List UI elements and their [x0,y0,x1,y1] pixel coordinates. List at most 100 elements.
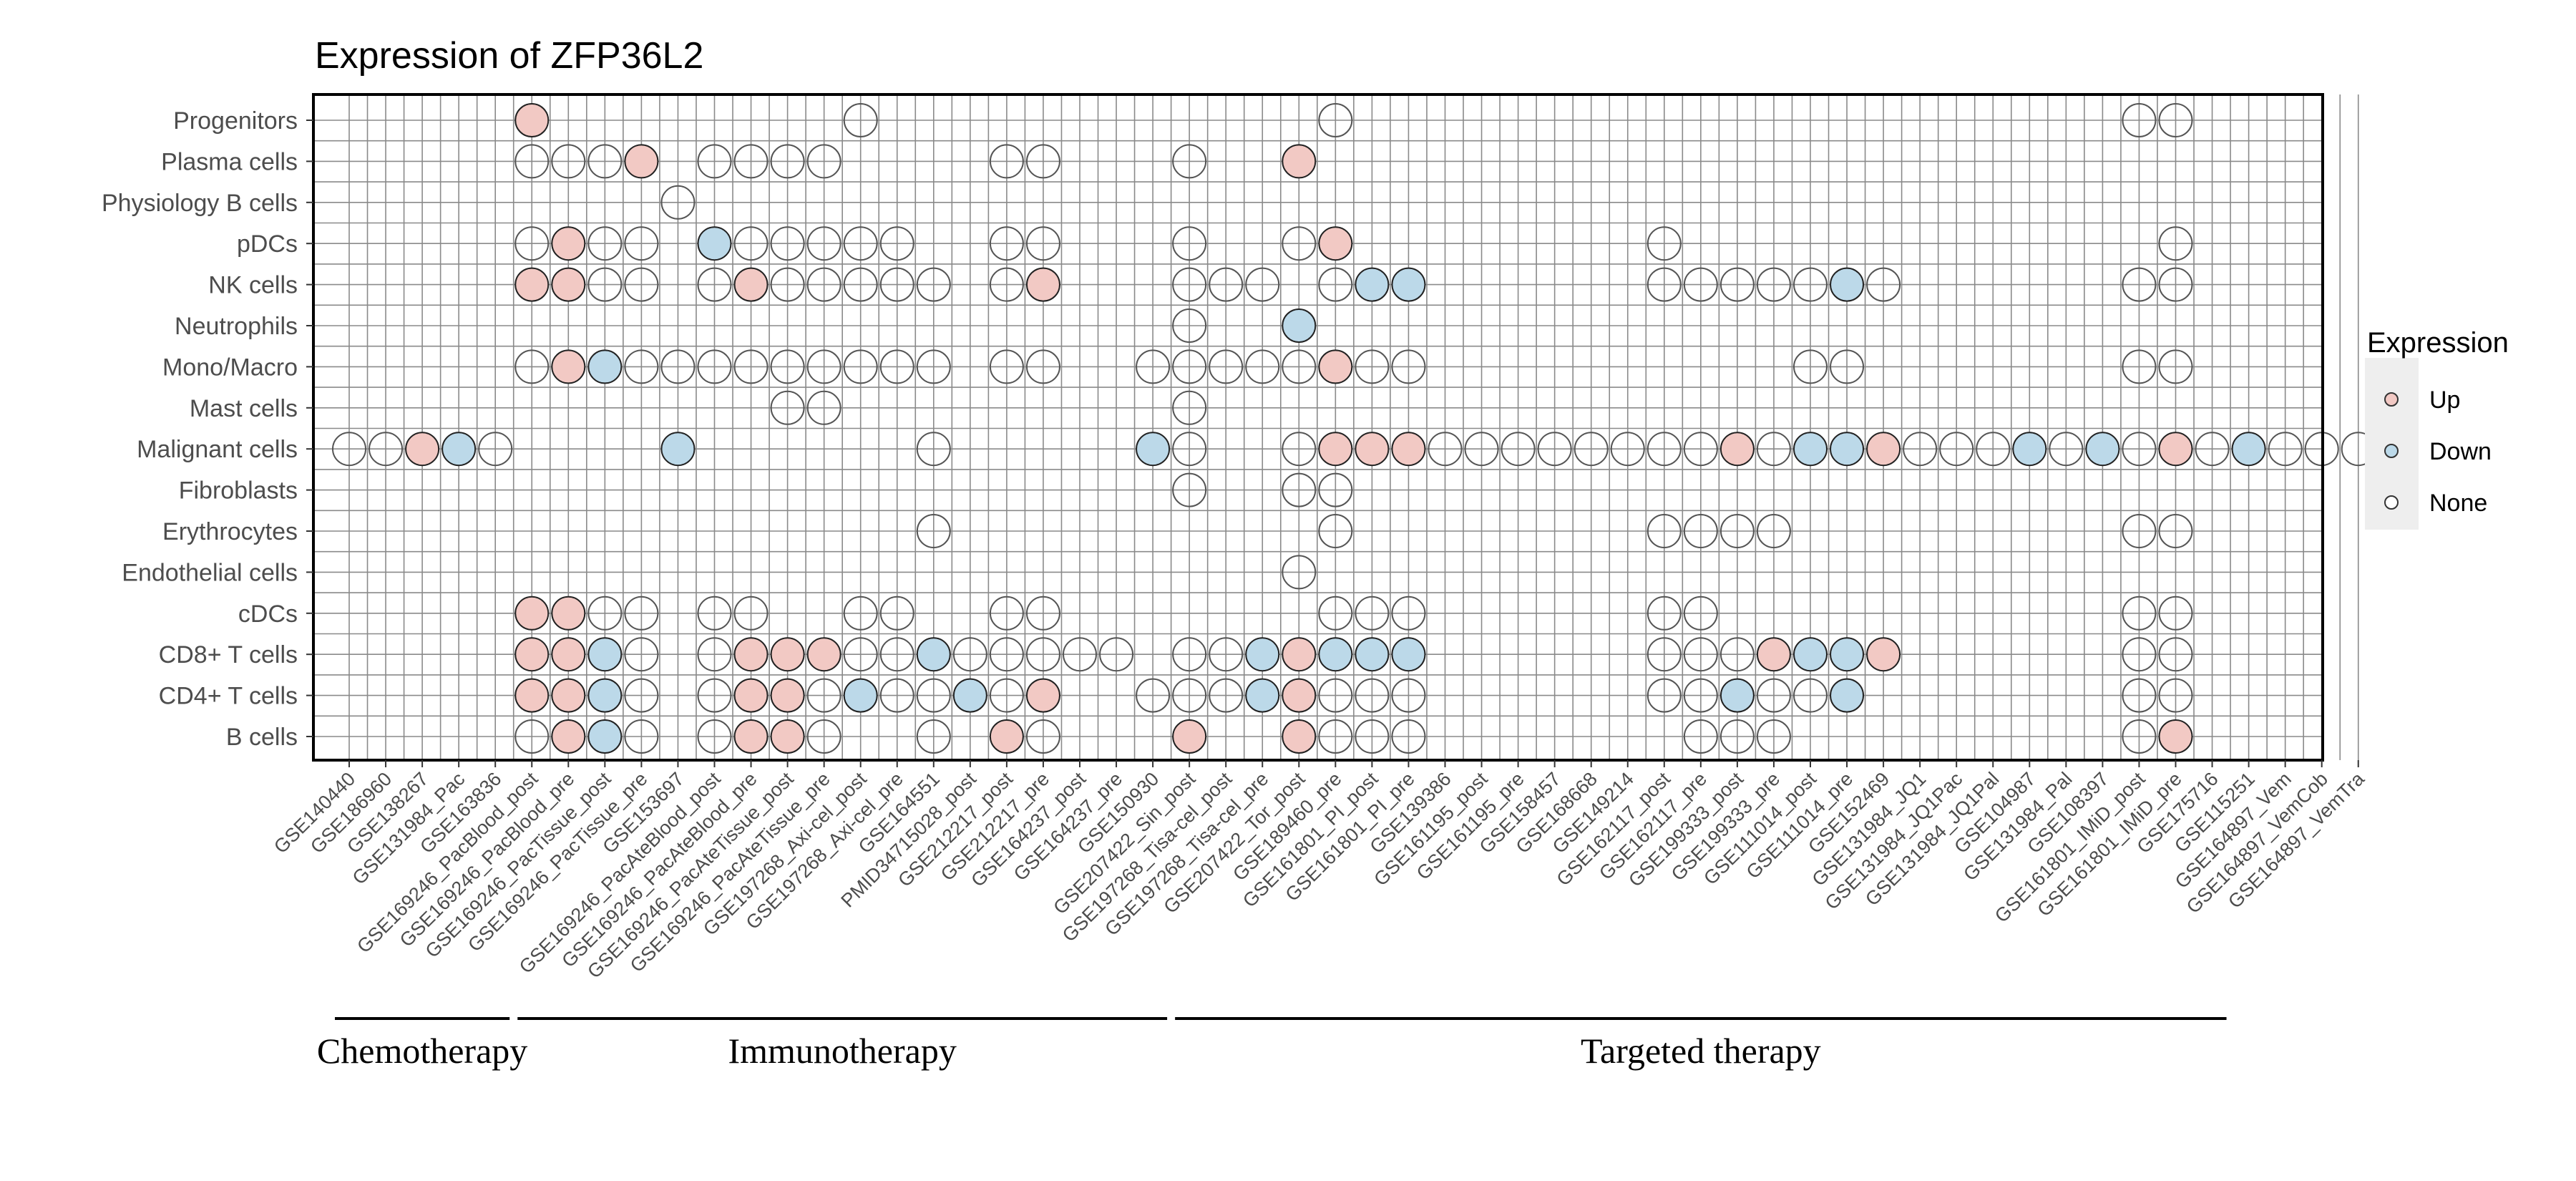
data-point-none [2122,596,2157,631]
row-label: Endothelial cells [122,559,298,586]
data-point-none [1793,267,1828,302]
data-point-none [1025,637,1060,672]
data-point-none [916,349,951,384]
data-point-none [1318,472,1353,507]
data-point-up [770,637,805,672]
data-point-up [770,719,805,754]
data-point-none [1282,472,1317,507]
group-label: Targeted therapy [1581,1031,1821,1071]
data-point-none [624,267,659,302]
data-point-none [2195,432,2230,467]
data-point-none [660,349,696,384]
data-point-up [1282,144,1317,179]
data-point-none [1063,637,1097,672]
row-label: Physiology B cells [102,190,298,217]
data-point-none [1756,432,1791,467]
data-point-down [2085,432,2120,467]
data-point-none [1025,144,1060,179]
data-point-none [1245,349,1280,384]
data-point-none [1939,432,1974,467]
data-point-none [2122,432,2157,467]
row-label: Neutrophils [175,313,298,340]
data-point-none [770,144,805,179]
data-point-up [733,719,769,754]
data-point-none [624,637,659,672]
data-point-none [1830,349,1865,384]
data-point-none [879,267,914,302]
data-point-none [2122,349,2157,384]
legend-key-none [2384,495,2399,510]
data-point-none [2268,432,2303,467]
data-point-none [2158,637,2193,672]
data-point-up [551,719,586,754]
data-point-none [916,514,951,548]
data-point-none [697,144,732,179]
data-point-none [916,678,951,713]
data-point-down [587,719,623,754]
data-point-none [1172,432,1207,467]
data-point-down [1830,267,1865,302]
data-point-none [1646,637,1682,672]
data-point-none [697,596,732,631]
data-point-none [1172,637,1207,672]
data-point-up [551,678,586,713]
data-point-up [989,719,1024,754]
row-label: Malignant cells [137,436,298,463]
data-point-none [879,349,914,384]
data-point-none [843,103,878,137]
data-point-none [1172,267,1207,302]
data-point-none [1719,514,1755,548]
data-point-none [1282,555,1317,590]
data-point-none [2122,719,2157,754]
data-point-down [1355,637,1390,672]
data-point-none [843,596,878,631]
data-point-none [843,637,878,672]
data-point-none [770,226,805,261]
data-point-up [1719,432,1755,467]
data-point-none [2158,349,2193,384]
data-point-down [1830,432,1865,467]
data-point-up [2158,719,2193,754]
data-point-up [514,637,550,672]
data-point-none [1537,432,1572,467]
group-label: Immunotherapy [728,1031,956,1071]
data-point-none [2049,432,2084,467]
data-point-none [624,596,659,631]
data-point-up [1756,637,1791,672]
data-point-none [1756,514,1791,548]
data-point-none [697,637,732,672]
data-point-none [1903,432,1938,467]
data-point-up [514,678,550,713]
data-point-none [1464,432,1499,467]
data-point-up [551,596,586,631]
data-point-none [1172,472,1207,507]
data-point-none [770,390,805,425]
data-point-none [1683,514,1718,548]
data-point-none [1282,432,1317,467]
data-point-none [770,267,805,302]
data-point-none [514,226,550,261]
data-point-none [1172,308,1207,343]
data-point-none [697,267,732,302]
legend-title: Expression [2367,327,2509,359]
data-point-none [1756,267,1791,302]
data-point-none [624,349,659,384]
data-point-none [1428,432,1463,467]
data-point-none [1099,637,1134,672]
data-point-none [916,719,951,754]
data-point-none [1209,637,1244,672]
data-point-none [697,678,732,713]
data-point-up [1318,226,1353,261]
data-point-none [2158,678,2193,713]
row-label: Plasma cells [161,148,298,175]
data-point-none [989,144,1024,179]
data-point-none [624,678,659,713]
data-point-none [587,267,623,302]
data-point-none [1355,678,1390,713]
data-point-none [514,144,550,179]
data-point-none [1501,432,1536,467]
data-point-up [1866,432,1901,467]
